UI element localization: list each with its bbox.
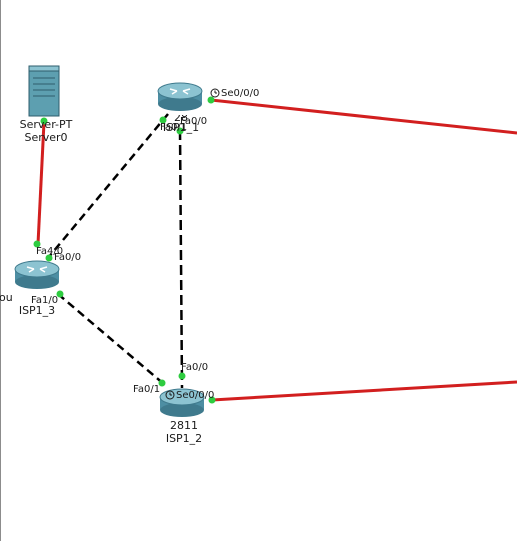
port-label-isp1-3-fa10: Fa1/0 — [31, 295, 59, 306]
link-isp1-3-isp1-2[interactable] — [57, 293, 166, 386]
port-status-dot — [208, 396, 216, 404]
device-name: Server0 — [24, 131, 68, 144]
workspace-border — [0, 0, 1, 541]
port-status-dot — [33, 240, 41, 248]
port-status-dot — [159, 116, 167, 124]
port-label-isp1-1-se: Se0/0/0 — [221, 88, 260, 99]
device-name: ISP1_1 — [162, 121, 200, 134]
link-isp1-1-serial[interactable] — [210, 98, 517, 135]
device-label-server0[interactable]: Server-PT Server0 — [20, 118, 73, 144]
router-icon[interactable] — [159, 388, 205, 417]
device-model: Server-PT — [19, 118, 73, 131]
port-label-isp1-3-fa40: Fa4/0 — [36, 246, 64, 257]
port-label-isp1-1-fa01: Fa0/1 — [160, 122, 188, 133]
port-status-dot — [158, 379, 166, 387]
port-status-dot — [178, 372, 186, 380]
link-server0-isp1-3[interactable] — [36, 121, 46, 245]
port-label-isp1-2-fa00: Fa0/0 — [181, 362, 209, 373]
device-label-isp1-1[interactable]: 28 ISP1_1 — [163, 115, 199, 134]
device-model: 28 — [163, 115, 199, 121]
port-label-isp1-3-fa00: Fa0/0 — [54, 252, 82, 263]
router-icon[interactable] — [14, 260, 60, 289]
link-isp1-2-serial[interactable] — [211, 380, 517, 402]
link-isp1-1-isp1-2[interactable] — [178, 129, 184, 389]
port-label-isp1-1-fa00: Fa0/0 — [180, 116, 208, 127]
port-status-dot — [56, 290, 64, 298]
link-isp1-1-isp1-3[interactable] — [47, 113, 169, 259]
port-status-dot — [207, 96, 215, 104]
port-label-isp1-2-se: Se0/0/0 — [176, 390, 215, 401]
port-label-isp1-2-fa01: Fa0/1 — [133, 384, 161, 395]
port-status-dot — [45, 254, 53, 262]
device-name: ISP1_3 — [18, 304, 56, 317]
router-icon[interactable] — [157, 82, 203, 111]
device-label-isp1-2[interactable]: 2811 ISP1_2 — [166, 419, 202, 445]
clock-icon — [165, 390, 175, 400]
clock-icon — [210, 88, 220, 98]
port-status-dot — [176, 127, 184, 135]
port-status-dot — [40, 117, 48, 125]
server-icon[interactable] — [28, 65, 60, 117]
device-model: 2811 — [169, 419, 198, 432]
device-model: Rou — [0, 291, 13, 304]
device-label-isp1-3[interactable]: Rou ISP1_3 — [0, 291, 56, 317]
device-name: ISP1_2 — [165, 432, 203, 445]
